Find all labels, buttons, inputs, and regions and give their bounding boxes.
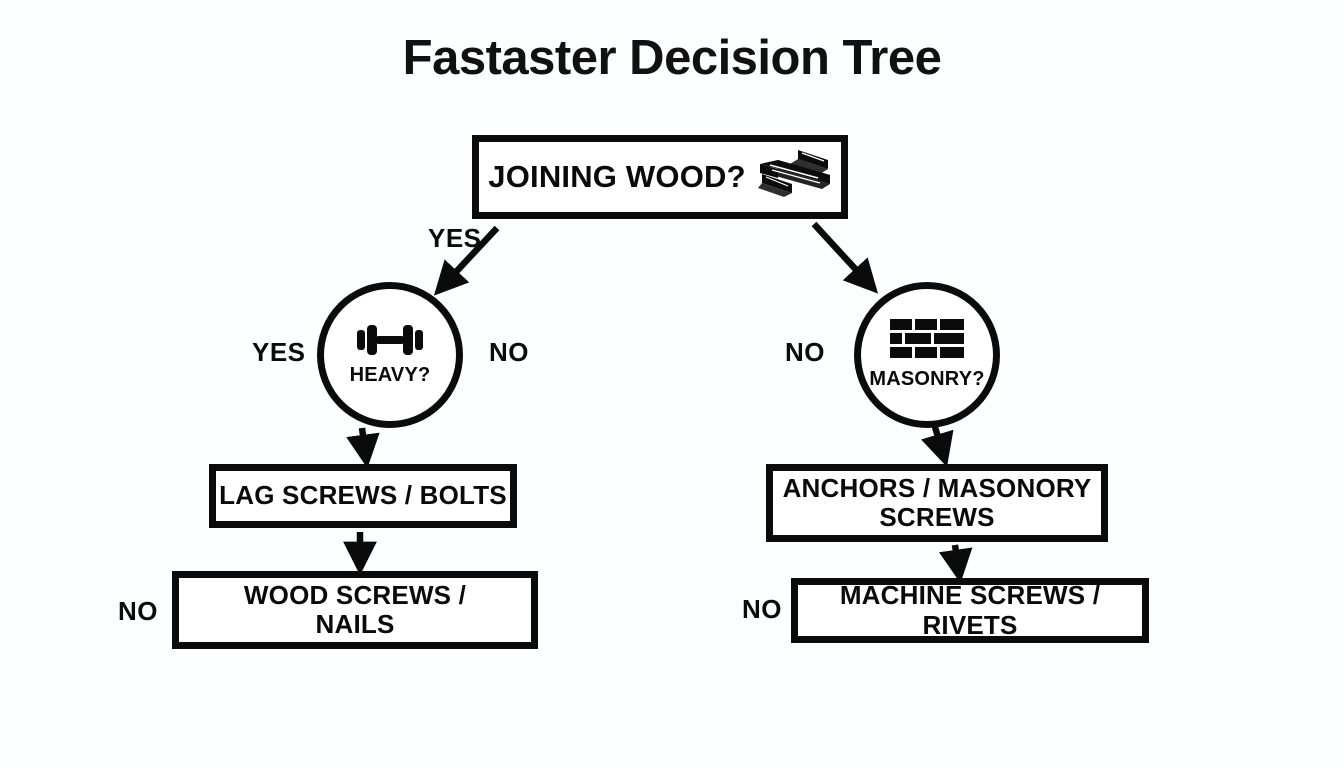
node-joining-wood-label: JOINING WOOD? [488,158,746,194]
node-lag-screws-label: LAG SCREWS / BOLTS [219,480,507,511]
wood-planks-icon [757,148,832,206]
node-machine-screws-label: MACHINE SCREWS / RIVETS [839,580,1101,640]
node-anchors-label: ANCHORS / MASONORY SCREWS [782,472,1092,532]
edge-label-masonry-no: NO [785,337,825,367]
node-anchors[interactable]: ANCHORS / MASONORY SCREWS [766,464,1108,542]
node-masonry-label: MASONRY? [869,368,985,390]
node-wood-screws-label: WOOD SCREWS / NAILS [243,579,467,639]
node-heavy-label: HEAVY? [349,364,431,386]
node-lag-screws[interactable]: LAG SCREWS / BOLTS [209,464,517,528]
page-title: Fastaster Decision Tree [402,31,942,85]
dumbbell-icon [355,323,425,362]
edge-label-root-yes: YES [428,223,482,253]
edge-masonry-to-anchors [921,426,954,467]
node-masonry[interactable]: MASONRY? [854,282,1000,428]
edge-label-wood-screws-no: NO [118,596,158,626]
edge-heavy-to-lag [346,427,380,469]
node-joining-wood[interactable]: JOINING WOOD? [472,135,848,219]
brick-wall-icon [890,319,964,366]
node-machine-screws[interactable]: MACHINE SCREWS / RIVETS [791,578,1149,643]
node-wood-screws[interactable]: WOOD SCREWS / NAILS [172,571,538,649]
edge-label-heavy-no: NO [489,337,529,367]
edge-anchors-to-machine [938,544,973,584]
edge-label-machine-screws-no: NO [742,594,782,624]
node-heavy[interactable]: HEAVY? [317,282,463,428]
edge-label-heavy-yes: YES [252,337,306,367]
edge-root-to-masonry [811,221,879,294]
